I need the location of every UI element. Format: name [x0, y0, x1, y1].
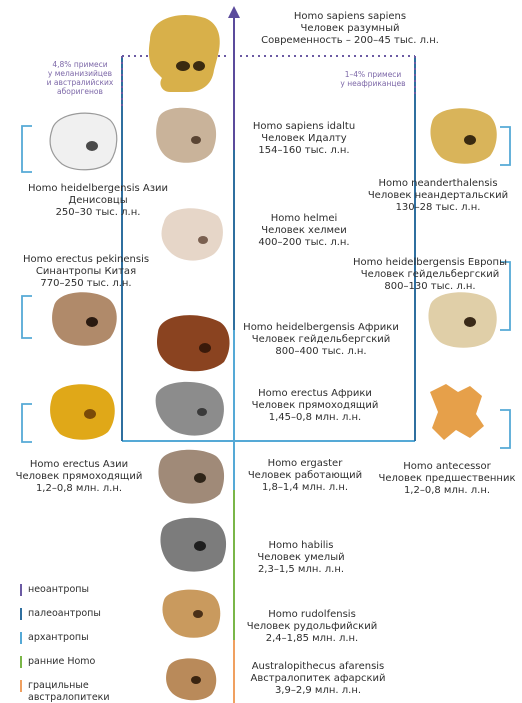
taxon-idaltu: Homo sapiens idaltu Человек Идалту 154–1… — [236, 121, 372, 157]
legend-swatch — [20, 584, 22, 596]
skull-denisovan-icon — [50, 113, 117, 170]
bracket-left-pekinensis — [22, 296, 32, 338]
skull-erectus-africa-icon — [156, 382, 224, 436]
taxon-erectus-africa: Homo erectus Африки Человек прямоходящий… — [240, 388, 390, 424]
legend-swatch — [20, 632, 22, 644]
skull-neanderthal-icon — [430, 108, 496, 163]
legend-swatch — [20, 656, 22, 668]
admixture-note-left: 4,8% примеси у меланизийцев и австралийс… — [38, 60, 122, 96]
skull-pekinensis-icon — [52, 292, 117, 345]
skull-erectus-asia-icon — [50, 384, 115, 439]
taxon-neanderthalensis: Homo neanderthalensis Человек неандертал… — [360, 178, 516, 214]
skull-afarensis-icon — [166, 658, 216, 700]
taxon-heidelbergensis-africa: Homo heidelbergensis Африки Человек гейд… — [236, 322, 406, 358]
skull-sapiens-sapiens-icon — [149, 15, 220, 92]
taxon-erectus-pekinensis: Homo erectus pekinensis Синантропы Китая… — [8, 254, 164, 290]
axis-arrow-icon — [228, 6, 240, 18]
bracket-right-antecessor — [500, 410, 510, 448]
skull-heidelberg-africa-icon — [157, 315, 230, 371]
legend-swatch — [20, 680, 22, 692]
taxon-heidelbergensis-asia: Homo heidelbergensis Азии Денисовцы 250–… — [12, 183, 184, 219]
skull-heidelberg-europe-icon — [428, 292, 496, 347]
skull-ergaster-icon — [158, 450, 224, 504]
taxon-helmei: Homo helmei Человек хелмеи 400–200 тыс. … — [236, 213, 372, 249]
bracket-left-erectus-asia — [22, 404, 32, 442]
taxon-antecessor: Homo antecessor Человек предшественник 1… — [372, 461, 522, 497]
admixture-note-right: 1–4% примеси у неафриканцев — [333, 70, 413, 88]
taxon-rudolfensis: Homo rudolfensis Человек рудольфийский 2… — [236, 609, 388, 645]
bracket-right-neanderthal — [500, 127, 510, 165]
taxon-afarensis: Australopithecus afarensis Австралопитек… — [238, 661, 398, 697]
taxon-ergaster: Homo ergaster Человек работающий 1,8–1,4… — [236, 458, 374, 494]
skull-rudolfensis-icon — [162, 590, 220, 638]
skull-idaltu-icon — [156, 108, 216, 163]
taxon-erectus-asia: Homo erectus Азии Человек прямоходящий 1… — [4, 459, 154, 495]
legend-swatch — [20, 608, 22, 620]
skull-habilis-icon — [160, 518, 226, 572]
bracket-left-denisovans — [22, 126, 32, 172]
skull-antecessor-icon — [430, 384, 484, 440]
taxon-habilis: Homo habilis Человек умелый 2,3–1,5 млн.… — [236, 540, 366, 576]
taxon-heidelbergensis-europe: Homo heidelbergensis Европы Человек гейд… — [342, 257, 518, 293]
taxon-sapiens-sapiens: Homo sapiens sapiens Человек разумный Со… — [243, 11, 457, 47]
